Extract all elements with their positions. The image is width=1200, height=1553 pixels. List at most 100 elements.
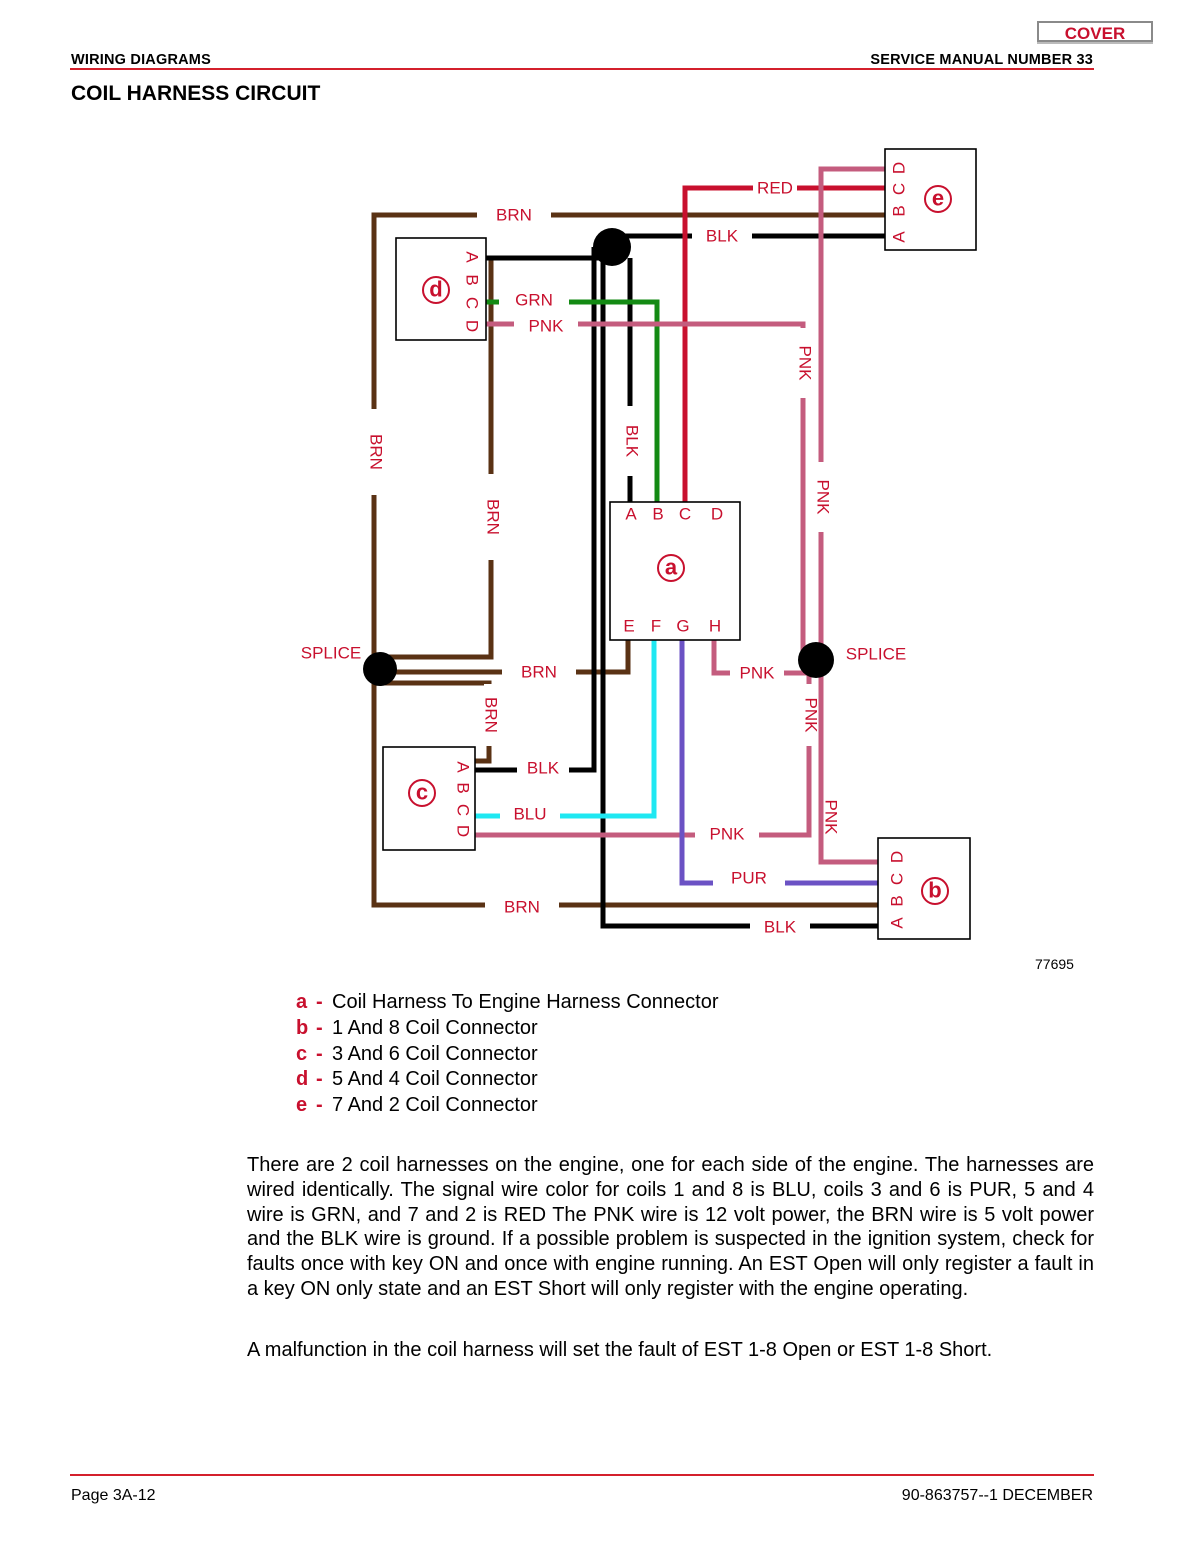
label-gap (816, 462, 830, 532)
brn-wire-splice-a-e (380, 640, 631, 675)
legend-item: d-5 And 4 Coil Connector (296, 1068, 538, 1091)
manual-number: SERVICE MANUAL NUMBER 33 (870, 52, 1093, 68)
connector-b (877, 837, 971, 940)
splice-label-right: SPLICE (846, 645, 906, 664)
connector-e-pin: D (890, 162, 909, 174)
pnk-label-c-v: PNK (802, 698, 821, 734)
connector-e-pin: C (890, 183, 909, 195)
pnk-label-h: PNK (740, 664, 776, 683)
blk-label-top: BLK (706, 227, 739, 246)
red-wire-e-c (682, 185, 885, 502)
label-gap (484, 684, 498, 746)
connector-d-pin: D (463, 320, 482, 332)
label-gap (502, 664, 576, 680)
brn-label-c: BRN (482, 697, 501, 733)
pnk-label-c: PNK (710, 825, 746, 844)
brn-label-d: BRN (484, 499, 503, 535)
connector-e-pin: B (890, 205, 909, 216)
brn-label-left: BRN (367, 434, 386, 470)
connector-e-letter: e (932, 186, 944, 211)
connector-e-badge (924, 185, 952, 213)
label-gap (486, 474, 500, 560)
connector-b-badge (921, 877, 949, 905)
pnk-label-b-v: PNK (822, 800, 841, 836)
pur-label: PUR (731, 869, 767, 888)
label-gap (369, 409, 383, 495)
connector-a-pin: E (623, 617, 634, 636)
label-gap (730, 665, 784, 681)
connector-a-pin: B (652, 505, 663, 524)
legend-item: e-7 And 2 Coil Connector (296, 1094, 538, 1117)
connector-d-pin: B (463, 274, 482, 285)
blk-label-a: BLK (623, 425, 642, 458)
brn-label-bottom: BRN (504, 898, 540, 917)
blu-label: BLU (513, 805, 546, 824)
connector-d-badge (422, 276, 450, 304)
connector-c-pin: D (454, 825, 473, 837)
label-gap (798, 328, 812, 398)
legend-item: c-3 And 6 Coil Connector (296, 1042, 538, 1065)
legend: a-Coil Harness To Engine Harness Connect… (296, 990, 719, 1119)
figure-number: 77695 (1035, 956, 1074, 972)
description-paragraph: There are 2 coil harnesses on the engine… (247, 1154, 1094, 1300)
section-header: WIRING DIAGRAMS (71, 52, 211, 68)
label-gap (477, 207, 551, 223)
connector-c-pin: B (454, 782, 473, 793)
connector-a-pin: G (676, 617, 689, 636)
label-gap (625, 406, 639, 476)
cover-button[interactable]: COVER (1037, 21, 1153, 44)
pnk-wire-d-d (475, 321, 806, 660)
label-gap (500, 806, 560, 822)
label-gap (804, 684, 818, 746)
connector-b-pin: C (888, 873, 907, 885)
page-number: Page 3A-12 (71, 1487, 156, 1504)
pnk-label-e-v: PNK (814, 480, 833, 516)
label-gap (692, 228, 752, 244)
connector-c-letter: c (416, 780, 428, 805)
connector-a-badge (657, 554, 685, 582)
brn-label-mid: BRN (521, 663, 557, 682)
junction-dot-blk (593, 228, 631, 266)
legend-item: a-Coil Harness To Engine Harness Connect… (296, 991, 719, 1013)
splice-dot-left (363, 652, 397, 686)
connector-c-pin: C (454, 804, 473, 816)
splice-label-left: SPLICE (301, 644, 361, 663)
footer-rule (70, 1474, 1094, 1476)
label-gap (517, 760, 569, 776)
splice-dot-right (798, 642, 834, 678)
legend-item: b-1 And 8 Coil Connector (296, 1016, 538, 1039)
connector-b-pin: D (888, 851, 907, 863)
label-gap (499, 292, 569, 308)
connector-d-pin: C (463, 297, 482, 309)
fault-paragraph: A malfunction in the coil harness will s… (247, 1339, 993, 1361)
label-gap (485, 899, 559, 915)
connector-b-letter: b (928, 878, 941, 903)
pnk-label-d-v: PNK (796, 346, 815, 382)
label-gap (750, 919, 810, 935)
connector-e-pin: A (890, 231, 909, 243)
connector-c-pin: A (454, 761, 473, 773)
connector-d-pin: A (463, 251, 482, 263)
blk-label-bottom: BLK (764, 918, 797, 937)
pnk-wire-e-b (818, 166, 885, 865)
connector-a-pin: H (709, 617, 721, 636)
label-gap (713, 870, 785, 886)
connector-a-pin: A (625, 505, 637, 524)
label-gap (753, 180, 797, 196)
pur-wire-b-c (679, 640, 885, 886)
connector-a-pin: F (651, 617, 661, 636)
brn-wire-main (371, 212, 885, 908)
brn-label-top: BRN (496, 206, 532, 225)
connector-d-letter: d (429, 277, 442, 302)
connector-b-pin: B (888, 895, 907, 906)
blk-wire-c-a (475, 247, 597, 773)
connector-a-pin: D (711, 505, 723, 524)
connector-b-pin: A (888, 917, 907, 929)
header-rule (70, 68, 1094, 70)
blk-label-c: BLK (527, 759, 560, 778)
grn-label: GRN (515, 291, 553, 310)
label-gap (824, 787, 838, 847)
connector-a-letter: a (665, 555, 678, 580)
label-gap (695, 826, 759, 842)
